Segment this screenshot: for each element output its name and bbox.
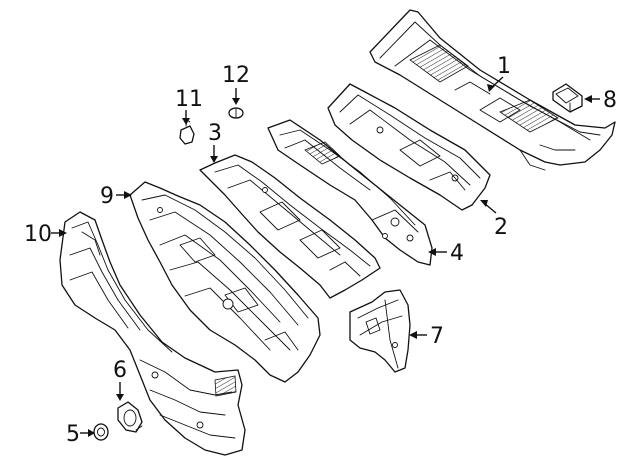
part-9-dash-insulator (129, 181, 321, 383)
callout-4-label: 4 (450, 241, 464, 266)
callout-1: 1 (487, 54, 511, 92)
callout-7: 7 (409, 324, 444, 349)
callout-8-label: 8 (603, 88, 617, 113)
callout-2-label: 2 (494, 215, 508, 240)
part-6-grommet (117, 401, 143, 433)
part-7-bracket (349, 289, 411, 373)
callout-3: 3 (208, 121, 222, 163)
callout-5-label: 5 (66, 422, 80, 447)
callout-7-label: 7 (430, 324, 444, 349)
callout-8: 8 (584, 88, 617, 113)
callout-12-label: 12 (222, 63, 250, 88)
part-3-insulator (199, 154, 381, 299)
part-5-plug (93, 423, 109, 441)
part-12-fastener (228, 107, 244, 119)
callout-5: 5 (66, 422, 95, 447)
part-10-dash-panel (59, 211, 246, 456)
callout-6-label: 6 (113, 358, 127, 383)
callout-11: 11 (175, 87, 203, 125)
callout-2: 2 (480, 200, 508, 240)
callout-1-label: 1 (497, 54, 511, 79)
callout-9-label: 9 (100, 184, 114, 209)
part-4-inner-panel (267, 119, 433, 266)
callout-11-label: 11 (175, 87, 203, 112)
part-8-clip (552, 83, 583, 113)
callout-4: 4 (428, 241, 464, 266)
callout-10-label: 10 (24, 222, 52, 247)
callout-3-label: 3 (208, 121, 222, 146)
callout-12: 12 (222, 63, 250, 105)
callout-10: 10 (24, 222, 67, 247)
callout-6: 6 (113, 358, 127, 401)
part-11-clip (179, 119, 195, 145)
callout-9: 9 (100, 184, 132, 209)
part-2-partition-panel (327, 83, 491, 211)
